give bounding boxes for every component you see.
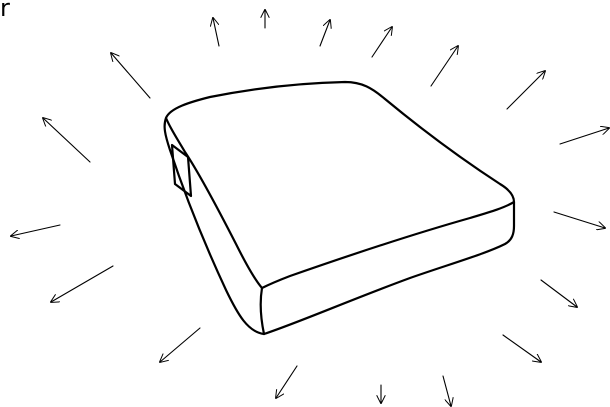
ray-arrow [553,211,605,228]
ray-arrow [559,128,609,145]
ray-arrow [51,265,114,302]
figure-corner-label: r [0,0,10,22]
motion-rays [11,10,609,406]
ray-arrow [371,27,392,58]
ray-arrow [213,18,220,47]
ray-arrow [506,71,545,110]
ray-arrow [11,224,61,236]
cushion-front-face [259,200,516,336]
ray-arrow [502,334,541,362]
ray-arrow [430,46,458,87]
ray-arrow [442,375,451,406]
cushion-drawing [163,80,516,336]
ray-arrow [319,20,330,47]
ray-arrow [540,279,577,307]
ray-arrow [160,327,201,362]
ray-arrow [276,365,298,398]
cushion-top-face [164,80,516,290]
cushion-left-face [163,116,266,336]
ray-arrow [111,53,151,99]
cushion-zipper-flap [170,143,193,198]
ray-arrow [43,118,91,163]
